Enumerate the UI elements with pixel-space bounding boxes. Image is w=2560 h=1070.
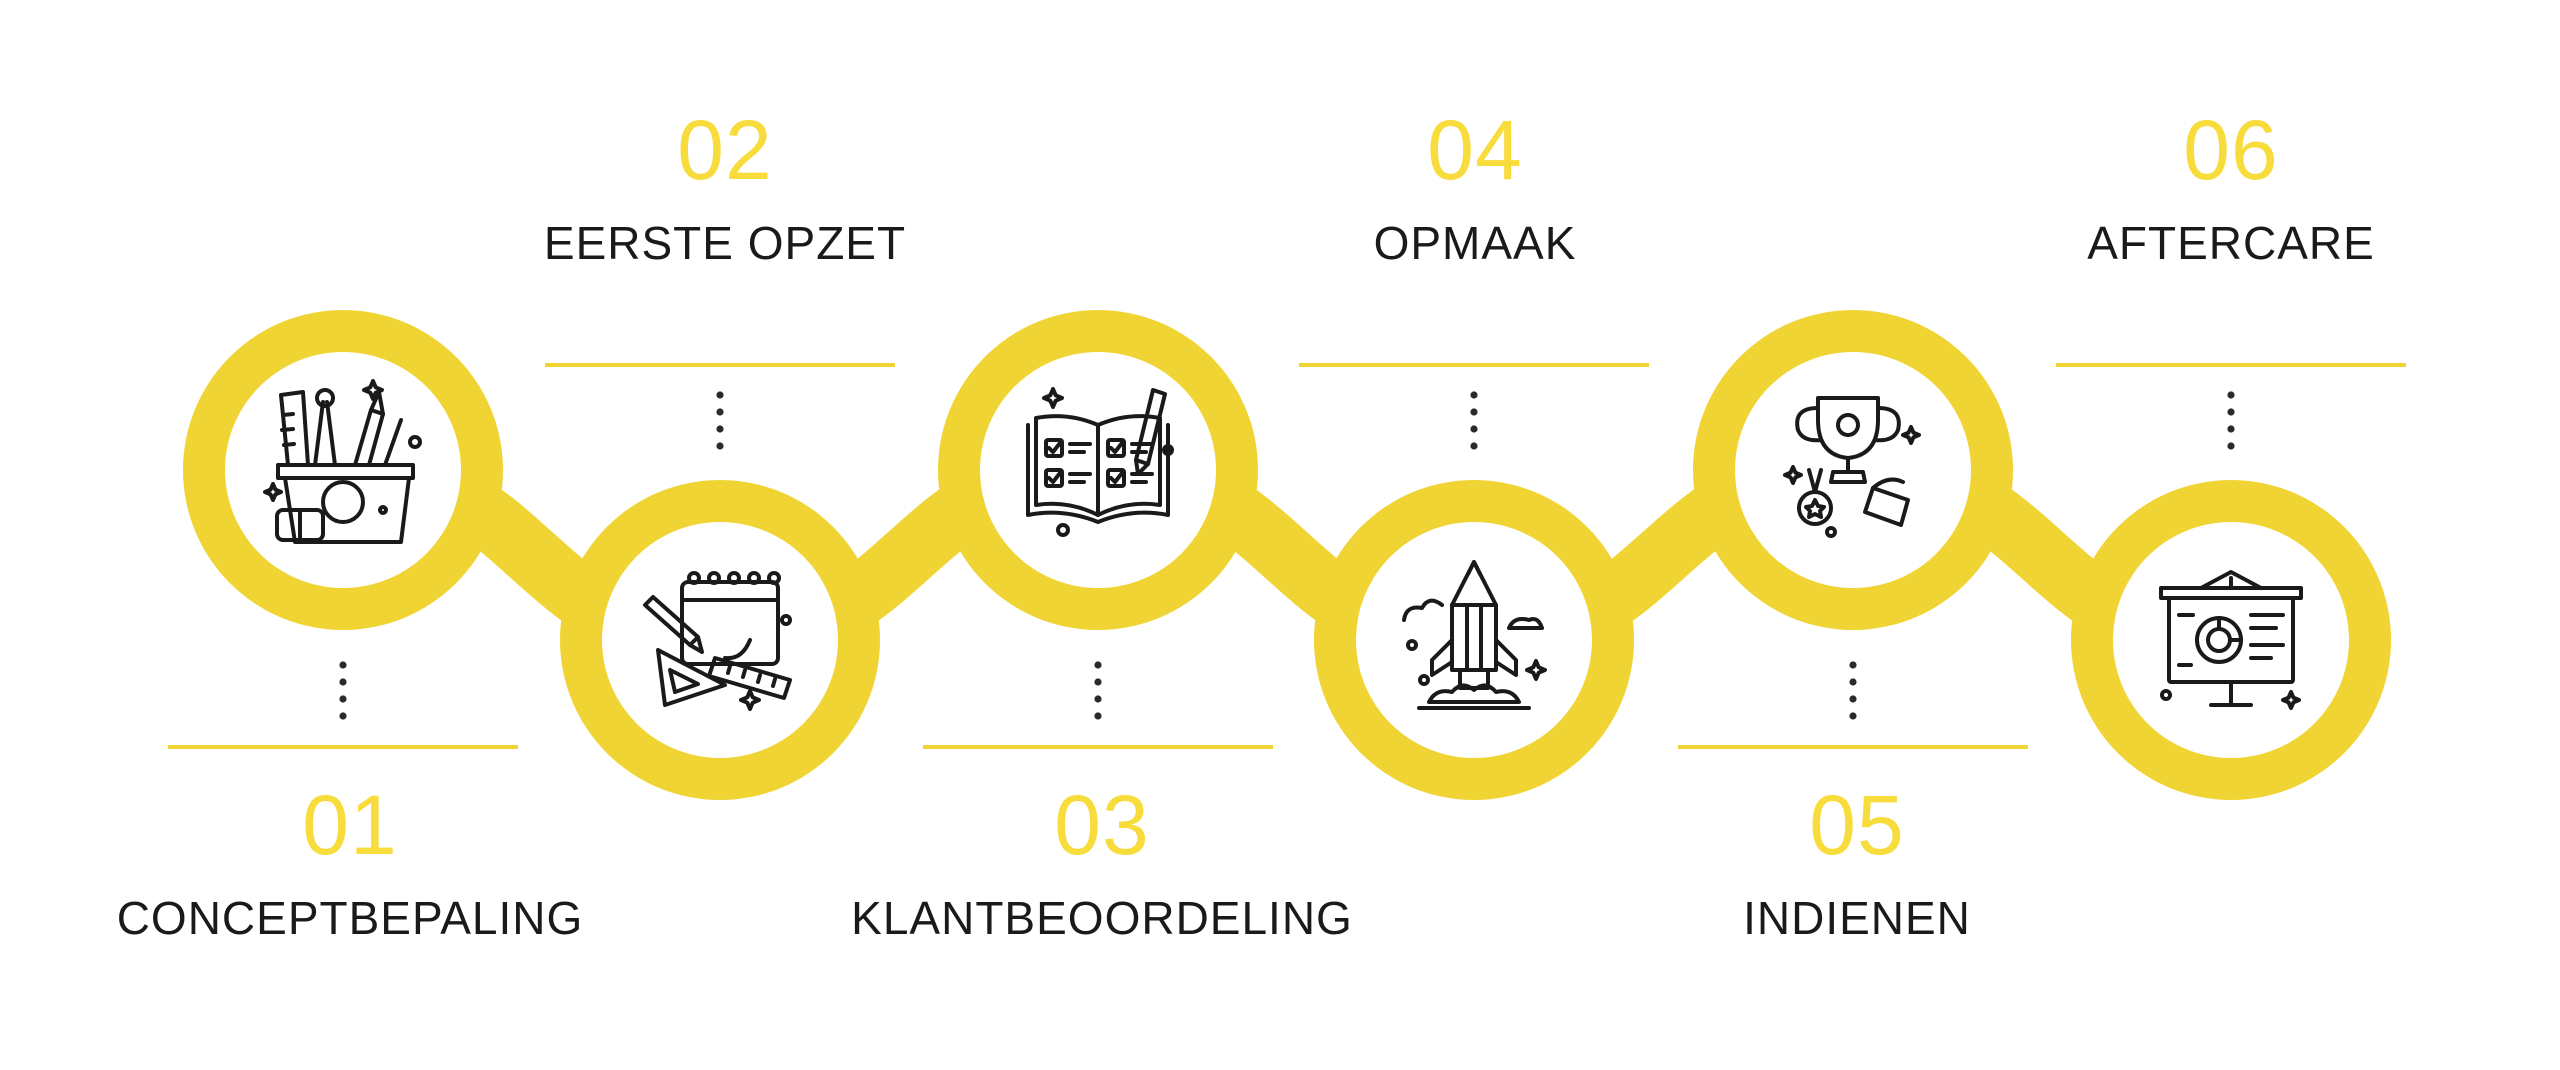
dotted-leader-6 <box>2227 391 2235 450</box>
step-ring-4 <box>1314 480 1634 800</box>
step-ring-2 <box>560 480 880 800</box>
step-ring-1 <box>183 310 503 630</box>
dotted-leader-4 <box>1470 391 1478 450</box>
step-number-2: 02 <box>677 103 773 197</box>
step-number-3: 03 <box>1054 778 1150 872</box>
step-title-6: AFTERCARE <box>2087 217 2375 269</box>
art-supplies-basket-icon <box>263 379 422 544</box>
step-number-4: 04 <box>1427 103 1523 197</box>
step-title-4: OPMAAK <box>1373 217 1577 269</box>
step-title-3: KLANTBEOORDELING <box>851 892 1353 944</box>
dotted-leader-1 <box>339 661 347 720</box>
calendar-pencil-ruler-icon <box>643 571 792 711</box>
step-title-2: EERSTE OPZET <box>543 217 907 269</box>
presentation-board-icon <box>2159 570 2303 710</box>
trophy-medal-icon <box>1783 396 1921 538</box>
step-title-5: INDIENEN <box>1743 892 1971 944</box>
step-number-1: 01 <box>302 778 398 872</box>
dotted-leader-3 <box>1094 661 1102 720</box>
step-title-1: CONCEPTBEPALING <box>116 892 584 944</box>
step-number-6: 06 <box>2183 103 2279 197</box>
dotted-leader-5 <box>1849 661 1857 720</box>
pencil-rocket-icon <box>1402 560 1547 710</box>
checklist-book-icon <box>1026 387 1174 537</box>
step-number-5: 05 <box>1809 778 1905 872</box>
dotted-leader-2 <box>716 391 724 450</box>
